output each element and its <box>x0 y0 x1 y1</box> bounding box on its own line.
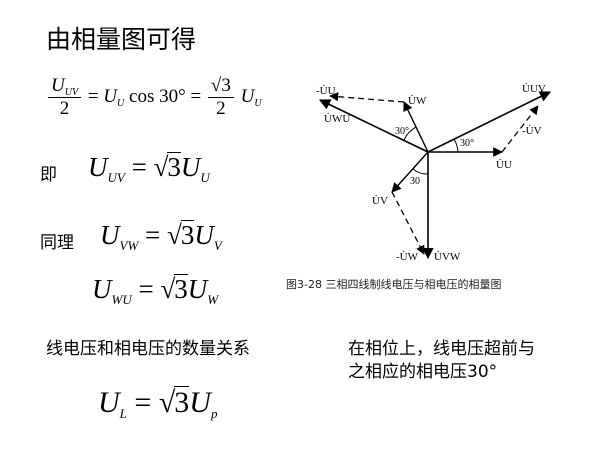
phase-note: 在相位上，线电压超前与之相应的相电压30° <box>348 339 535 382</box>
label-neg-uv: -U̇V <box>522 125 542 137</box>
fraction-sqrt3-over-2: √3 2 <box>207 76 234 119</box>
label-angle-30-a: 30° <box>395 126 409 137</box>
phasor-uwu <box>318 99 429 153</box>
label-neg-uw: -U̇W <box>396 251 419 263</box>
ji-label: 即 <box>40 165 57 185</box>
equation-uuv: UUV = √3UU <box>88 152 210 185</box>
angle-arc-uuv <box>453 138 459 153</box>
phasor-neg-uw <box>391 191 425 255</box>
label-uvw: U̇VW <box>434 251 461 263</box>
label-angle-30-c: 30 <box>410 176 420 187</box>
equation-half-line-voltage: UUV 2 = UU cos 30° = √3 2 UU <box>46 76 262 119</box>
equation-uwu: UWU = √3UW <box>92 274 219 307</box>
relation-text: 线电压和相电压的数量关系 <box>46 339 250 359</box>
label-uu: U̇U <box>496 159 512 171</box>
label-neg-uu: -U̇U <box>316 85 336 97</box>
equation-uvw: UVW = √3UV <box>100 220 222 253</box>
fraction-uuv-over-2: UUV 2 <box>48 76 82 119</box>
phasor-diagram: -U̇U U̇W U̇WU 30° U̇UV -U̇V 30° U̇U U̇V … <box>316 83 552 263</box>
tongli-label: 同理 <box>40 233 74 253</box>
angle-arc-uwu <box>403 126 417 141</box>
label-uw: U̇W <box>408 95 427 107</box>
figure-caption: 图3-28 三相四线制线电压与相电压的相量图 <box>286 278 502 291</box>
label-angle-30-b: 30° <box>460 138 474 149</box>
label-uuv: U̇UV <box>522 83 546 95</box>
slide-title: 由相量图可得 <box>46 25 197 54</box>
phasor-uv <box>391 151 429 193</box>
phasor-neg-uu <box>329 92 405 103</box>
equation-ul-up: UL = √3Up <box>98 386 218 421</box>
label-uwu: U̇WU <box>324 113 350 125</box>
label-uv: U̇V <box>372 195 388 207</box>
phasor-uuv <box>427 91 552 153</box>
angle-arc-uvw <box>412 168 429 175</box>
